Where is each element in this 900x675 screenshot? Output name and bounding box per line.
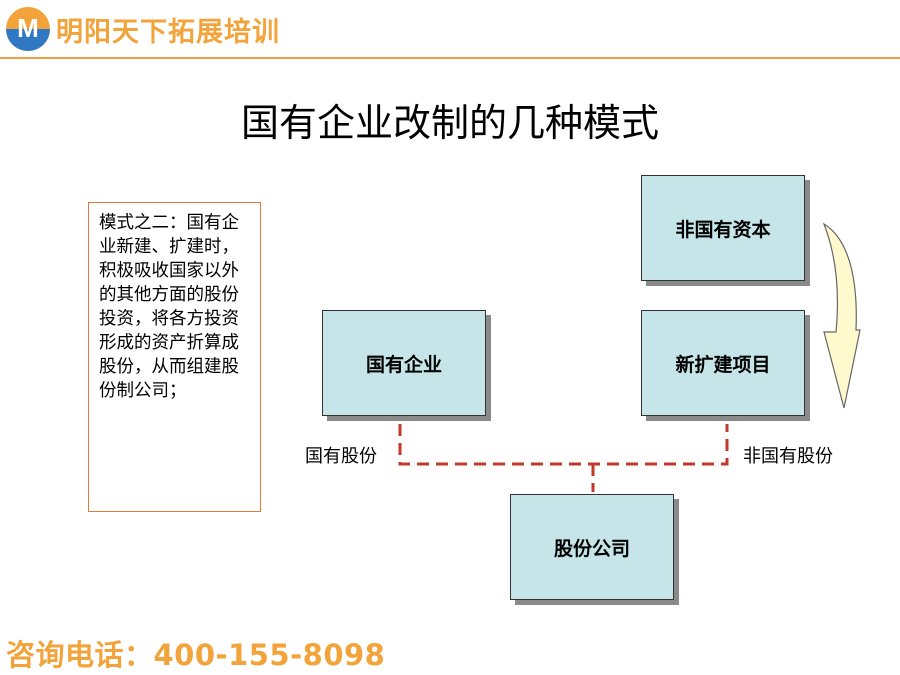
slide-title: 国有企业改制的几种模式 xyxy=(240,101,659,145)
brand-name: 明阳天下拓展培训 xyxy=(56,17,280,48)
state-enterprise-box: 国有企业 xyxy=(322,310,486,416)
contact-phone: 咨询电话：400-155-8098 xyxy=(6,638,386,672)
header-divider xyxy=(0,57,900,59)
curved-down-arrow-icon xyxy=(822,222,861,409)
new-project-box: 新扩建项目 xyxy=(641,310,805,416)
mode-description-note: 模式之二：国有企业新建、扩建时，积极吸收国家以外的其他方面的股份投资，将各方投资… xyxy=(88,202,261,512)
logo-letter: M xyxy=(17,13,39,43)
state-shares-label: 国有股份 xyxy=(305,446,377,467)
brand-logo-icon: M xyxy=(6,7,50,51)
non-state-capital-box: 非国有资本 xyxy=(641,175,805,281)
joint-stock-company-box: 股份公司 xyxy=(510,494,674,600)
non-state-shares-label: 非国有股份 xyxy=(743,446,833,467)
